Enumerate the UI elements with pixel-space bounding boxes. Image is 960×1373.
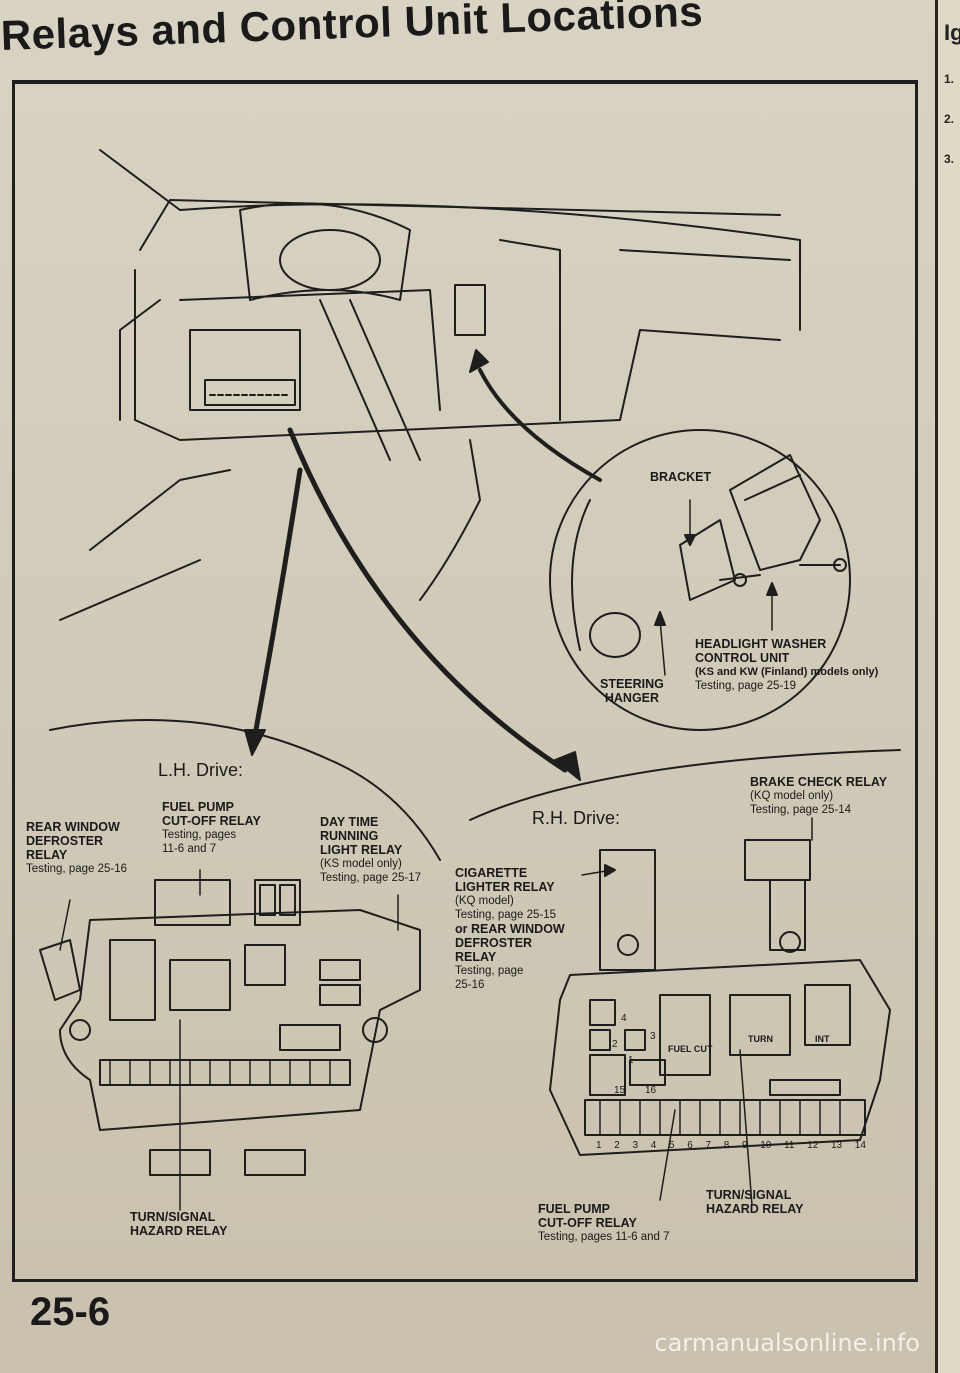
- rh-turn-signal-relay-label: TURN/SIGNAL HAZARD RELAY: [706, 1188, 804, 1216]
- adjacent-page-item: 3.: [944, 152, 955, 166]
- rh-fuse-box-drawing: [549, 817, 891, 1206]
- fuse-number: 8: [723, 1140, 730, 1151]
- fuse-number: 4: [650, 1140, 657, 1151]
- fuel-cut-box-label: FUEL CUT: [668, 1044, 713, 1054]
- relay-number: 1: [628, 1055, 634, 1066]
- fuse-number: 13: [830, 1140, 843, 1151]
- watermark: carmanualsonline.info: [654, 1329, 920, 1357]
- rh-fuel-pump-relay-label: FUEL PUMP CUT-OFF RELAY Testing, pages 1…: [538, 1202, 670, 1243]
- relay-number: 4: [621, 1013, 627, 1024]
- fuse-number: 10: [760, 1140, 772, 1151]
- fuse-number: 5: [669, 1140, 675, 1151]
- adjacent-page-edge: Ig 1. 2. 3.: [935, 0, 960, 1373]
- adjacent-page-item: 2.: [944, 112, 955, 126]
- lh-fuel-pump-relay-label: FUEL PUMP CUT-OFF RELAY Testing, pages 1…: [162, 800, 261, 855]
- rh-drive-heading: R.H. Drive:: [532, 808, 621, 828]
- diagram-illustration: [39, 149, 901, 1211]
- fuse-number: 14: [854, 1140, 866, 1151]
- headlight-washer-label: HEADLIGHT WASHER CONTROL UNIT (KS and KW…: [695, 637, 879, 692]
- bracket-detail-circle: [549, 429, 851, 731]
- adjacent-page-heading: Ig: [944, 20, 960, 45]
- dashboard-drawing: [59, 149, 801, 621]
- adjacent-page-item: 1.: [944, 72, 955, 86]
- fuse-number: 12: [807, 1140, 819, 1151]
- lh-turn-signal-relay-label: TURN/SIGNAL HAZARD RELAY: [130, 1210, 228, 1238]
- rh-brake-check-relay-label: BRAKE CHECK RELAY (KQ model only) Testin…: [750, 775, 888, 816]
- fuse-number: 11: [784, 1140, 795, 1151]
- fuse-number: 3: [632, 1140, 639, 1151]
- lh-drive-heading: L.H. Drive:: [158, 760, 244, 780]
- fuse-number: 1: [596, 1140, 602, 1151]
- rh-cigarette-lighter-relay-label: CIGARETTE LIGHTER RELAY (KQ model) Testi…: [455, 866, 565, 991]
- lh-rear-window-defroster-label: REAR WINDOW DEFROSTER RELAY Testing, pag…: [26, 820, 128, 875]
- int-box-label: INT: [815, 1034, 830, 1044]
- fuse-number: 6: [687, 1140, 693, 1151]
- relay-number: 3: [650, 1031, 656, 1042]
- steering-hanger-label: STEERING HANGER: [600, 677, 664, 705]
- lh-daytime-running-relay-label: DAY TIME RUNNING LIGHT RELAY (KS model o…: [320, 815, 422, 884]
- lh-fuse-box-drawing: [39, 869, 421, 1211]
- fuse-number: 2: [614, 1140, 620, 1151]
- fuse-number: 9: [742, 1140, 748, 1151]
- fuse-number: 7: [705, 1140, 712, 1151]
- fuse-number: 15: [614, 1085, 626, 1096]
- turn-box-label: TURN: [748, 1034, 773, 1044]
- diagram-frame: [12, 80, 918, 1282]
- fuse-number: 16: [645, 1085, 657, 1096]
- bracket-label: BRACKET: [650, 470, 712, 484]
- relay-number: 2: [612, 1039, 618, 1050]
- page-number: 25-6: [30, 1290, 111, 1334]
